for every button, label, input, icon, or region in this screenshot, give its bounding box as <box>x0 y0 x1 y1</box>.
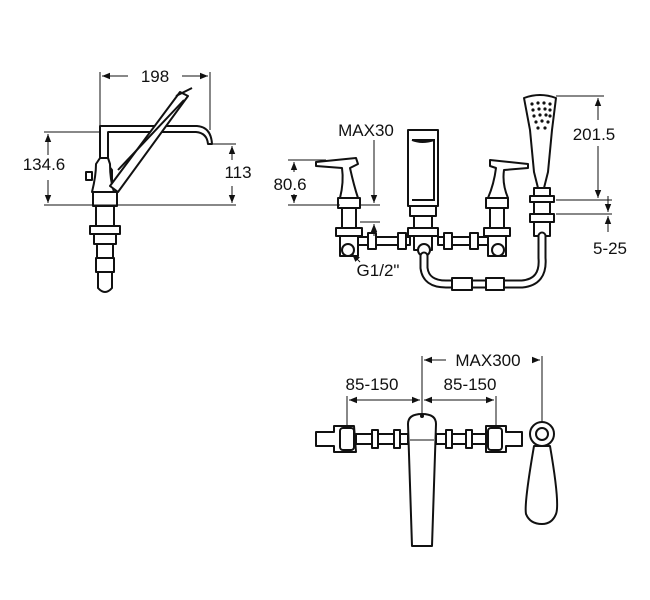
dim-hose-reach: MAX300 <box>455 351 520 370</box>
handshower <box>523 94 557 189</box>
dim-spacing-left: 85-150 <box>346 375 399 394</box>
right-handle <box>487 159 529 199</box>
supply-pipes <box>341 232 505 257</box>
thread-label: G1/2" <box>357 261 400 280</box>
dim-handshower-gap: 5-25 <box>593 239 627 258</box>
spout-front <box>407 129 439 207</box>
dim-spacing-right: 85-150 <box>444 375 497 394</box>
spout-top <box>407 413 437 547</box>
dim-handshower-length: 201.5 <box>573 125 616 144</box>
front-view: 80.6 MAX30 G1/2" 201.5 5-25 <box>273 94 627 291</box>
dim-spout-height: 113 <box>224 163 251 182</box>
dim-spout-length: 198 <box>141 67 169 86</box>
top-view: MAX300 85-150 85-150 <box>315 351 559 547</box>
spout-base <box>92 191 118 207</box>
spout-side-view: 198 134.6 113 <box>23 67 252 293</box>
dim-deck-thickness: MAX30 <box>338 121 394 140</box>
left-handle <box>315 157 359 199</box>
dim-handle-height: 80.6 <box>273 175 306 194</box>
handshower-top <box>524 445 559 525</box>
dim-total-height: 134.6 <box>23 155 66 174</box>
spray-holes <box>530 101 552 130</box>
